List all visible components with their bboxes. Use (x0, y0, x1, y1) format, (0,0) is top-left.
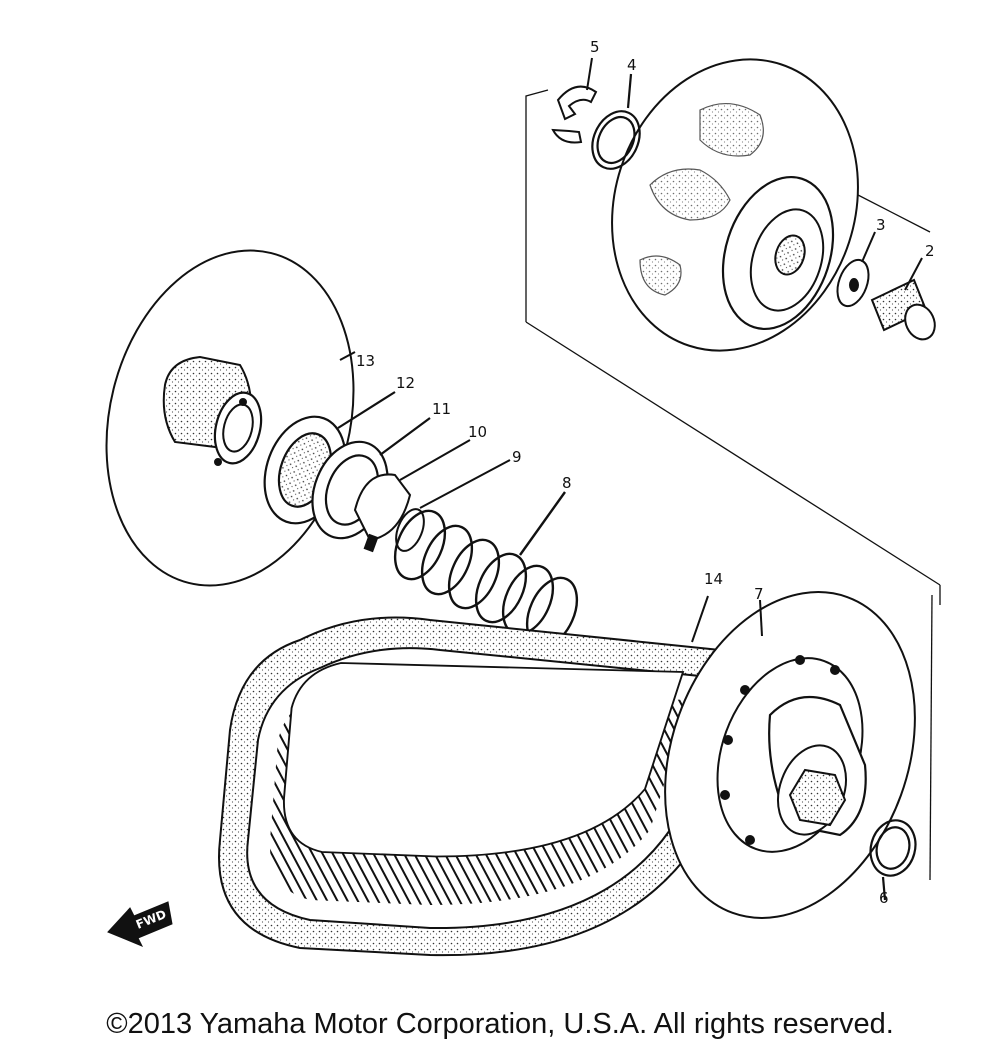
exploded-view-drawing: FWD 2 3 4 5 6 7 8 9 10 11 12 13 14 (105, 38, 941, 957)
part-13-sheave (105, 249, 356, 587)
part-5-clip (551, 57, 598, 144)
copyright-notice: ©2013 Yamaha Motor Corporation, U.S.A. A… (106, 1008, 894, 1040)
callout-5: 5 (590, 38, 600, 56)
callout-labels: 2 3 4 5 6 7 8 9 10 11 12 13 14 (356, 38, 935, 907)
part-14-belt (218, 595, 753, 957)
callout-4: 4 (627, 56, 637, 74)
part-4-circlip (591, 73, 641, 170)
callout-14: 14 (704, 570, 723, 588)
part-9-spring-seat (395, 459, 511, 552)
callout-12: 12 (396, 374, 415, 392)
upper-sheave (611, 58, 859, 352)
callout-7: 7 (754, 585, 764, 603)
fwd-arrow-icon: FWD (107, 901, 173, 947)
callout-3: 3 (876, 216, 886, 234)
part-10-collar (353, 439, 471, 553)
callout-13: 13 (356, 352, 375, 370)
part-3-washer (836, 231, 876, 308)
part-6-circlip (869, 819, 917, 901)
upper-frame-lines (525, 89, 941, 881)
callout-8: 8 (562, 474, 572, 492)
part-8-spring (393, 491, 579, 648)
callout-6: 6 (879, 889, 889, 907)
callout-9: 9 (512, 448, 522, 466)
callout-2: 2 (925, 242, 935, 260)
part-7-secondary-sheave (664, 591, 916, 919)
part-2-bolt (870, 257, 936, 341)
callout-11: 11 (432, 400, 451, 418)
callout-10: 10 (468, 423, 487, 441)
